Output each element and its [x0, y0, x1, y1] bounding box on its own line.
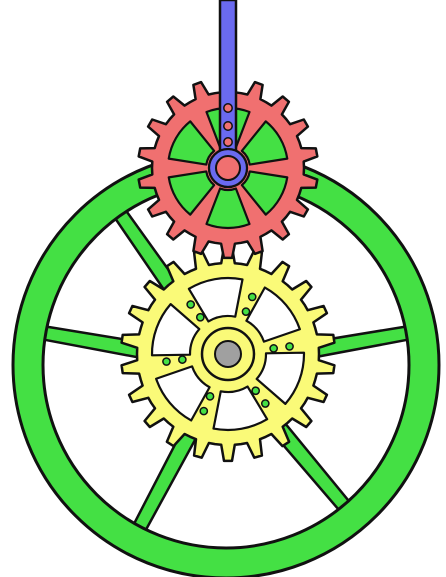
- rack-rivet: [224, 104, 232, 112]
- spoke-rivet: [163, 358, 170, 365]
- rack-pivot-pin: [216, 156, 240, 180]
- rack-bar: [220, 0, 236, 160]
- rack-rivet: [224, 138, 232, 146]
- spoke-rivet: [262, 400, 269, 407]
- spoke-rivet: [200, 407, 207, 414]
- spoke-rivet: [206, 393, 213, 400]
- spoke-rivet: [187, 301, 194, 308]
- axle: [215, 341, 241, 367]
- spoke-rivet: [249, 293, 256, 300]
- spoke-rivet: [286, 343, 293, 350]
- rack-rivet: [224, 122, 232, 130]
- yellow-gear-icon: [122, 247, 335, 461]
- spoke-rivet: [270, 345, 277, 352]
- spoke-rivet: [242, 308, 249, 315]
- spoke-rivet: [252, 387, 259, 394]
- spoke-rivet: [197, 314, 204, 321]
- spoke-rivet: [179, 356, 186, 363]
